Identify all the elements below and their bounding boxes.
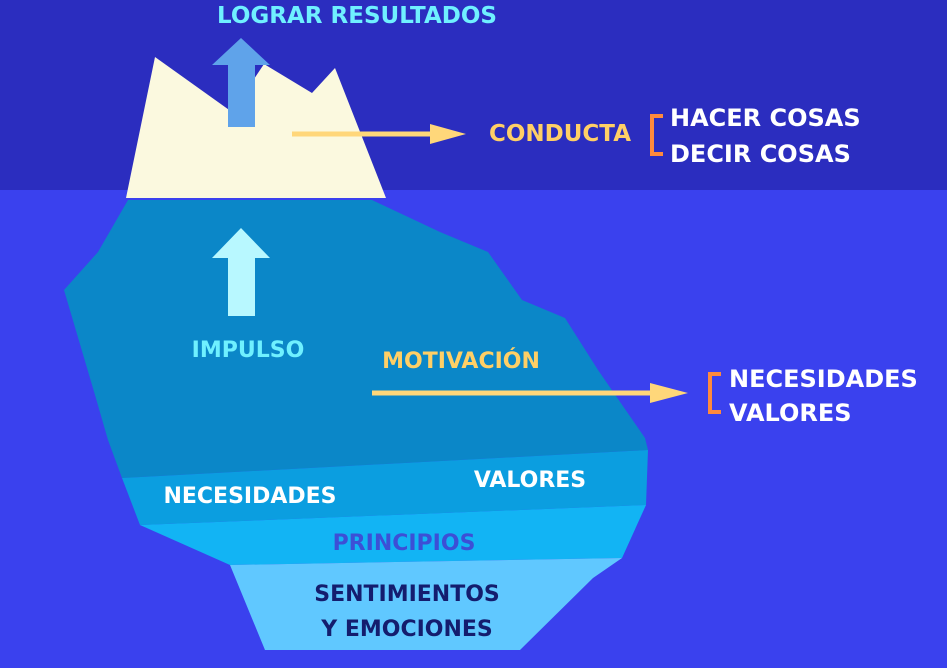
- motivacion-item-necesidades: NECESIDADES: [729, 365, 918, 393]
- conducta-item-hacer: HACER COSAS: [670, 104, 861, 132]
- bracket-conducta-icon: [650, 114, 663, 156]
- motivacion-item-valores: VALORES: [729, 399, 852, 427]
- title-lograr-resultados: LOGRAR RESULTADOS: [217, 3, 497, 29]
- arrow-motivacion-head-icon: [650, 383, 688, 403]
- label-necesidades: NECESIDADES: [163, 484, 336, 509]
- label-sentimientos: SENTIMIENTOS: [314, 582, 500, 607]
- bracket-motivacion-icon: [708, 372, 721, 414]
- arrow-up-impulso-icon: [212, 228, 270, 316]
- label-valores: VALORES: [474, 468, 586, 493]
- label-impulso: IMPULSO: [192, 338, 305, 363]
- iceberg-submerged-body: [64, 200, 648, 478]
- label-emociones: Y EMOCIONES: [320, 617, 493, 642]
- arrow-conducta-head-icon: [430, 124, 466, 144]
- label-principios: PRINCIPIOS: [333, 531, 476, 556]
- layer-sentimientos: [230, 558, 622, 650]
- layer-principios: [140, 505, 646, 565]
- layer-necesidades-valores: [122, 450, 648, 525]
- conducta-item-decir: DECIR COSAS: [670, 140, 851, 168]
- iceberg-tip: [126, 57, 386, 198]
- label-conducta: CONDUCTA: [489, 121, 631, 147]
- label-motivacion: MOTIVACIÓN: [382, 348, 540, 374]
- arrow-up-top-icon: [212, 38, 270, 127]
